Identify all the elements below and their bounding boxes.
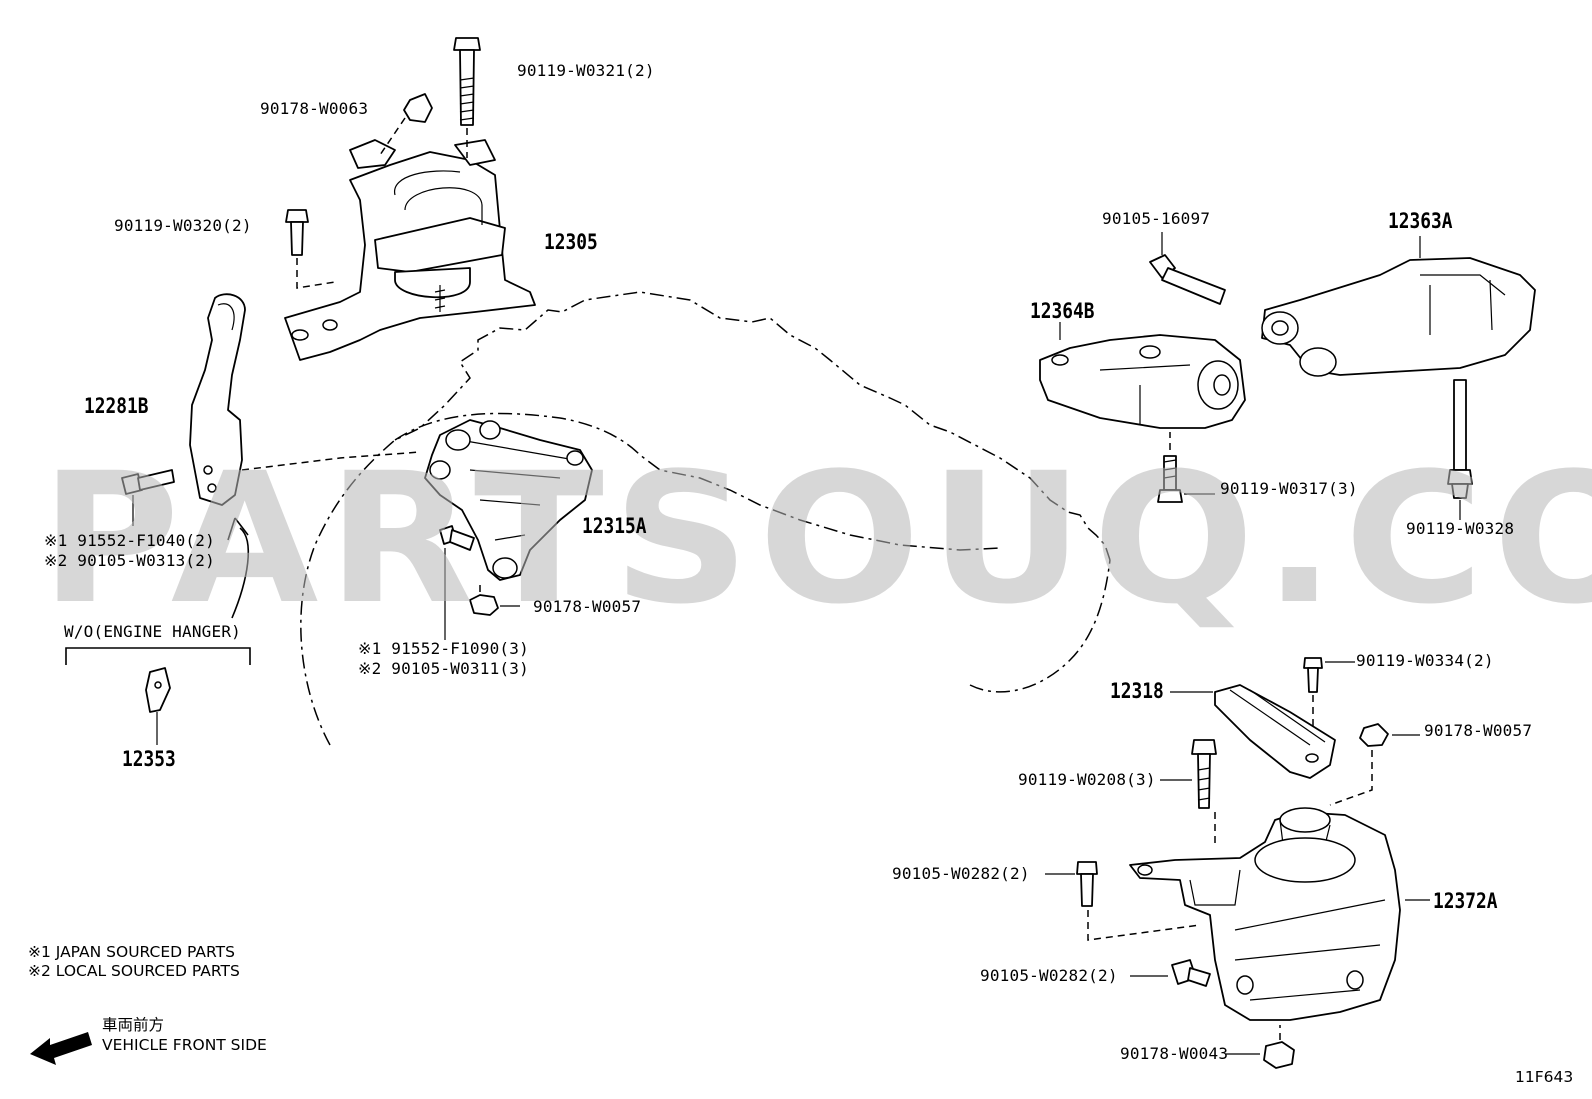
bolt-90119-W0328 — [1447, 379, 1473, 499]
bolt-90105-16097 — [1149, 254, 1226, 305]
bracket-12353 — [145, 667, 171, 713]
part-label-90119-W0328[interactable]: 90119-W0328 — [1406, 519, 1515, 538]
part-label-12281B[interactable]: 12281B — [84, 394, 149, 418]
part-label-90119-W0320[interactable]: 90119-W0320(2) — [114, 216, 252, 235]
legend-front-en: VEHICLE FRONT SIDE — [102, 1036, 267, 1054]
part-label-12318[interactable]: 12318 — [1110, 679, 1164, 703]
transmission-mount-12372A — [1129, 807, 1401, 1021]
part-label-12363A[interactable]: 12363A — [1388, 209, 1453, 233]
legend-front-jp: 車両前方 — [102, 1016, 165, 1034]
engine-hanger-12281B — [189, 293, 246, 506]
legend-japan-sourced: ※1 JAPAN SOURCED PARTS — [28, 943, 235, 961]
bolt-91552-F1040 — [121, 469, 175, 495]
part-label-90105-W0313[interactable]: ※2 90105-W0313(2) — [44, 551, 215, 570]
bolt-90105-W0282-a — [1076, 861, 1098, 907]
mount-bracket-12364B — [1039, 334, 1246, 429]
bolt-90119-W0208 — [1191, 739, 1217, 809]
engine-outline — [300, 291, 1111, 746]
engine-outline-inner — [394, 412, 1001, 551]
legend-local-sourced: ※2 LOCAL SOURCED PARTS — [28, 962, 240, 980]
part-label-90105-W0311[interactable]: ※2 90105-W0311(3) — [358, 659, 529, 678]
vehicle-front-arrow — [30, 1032, 92, 1065]
bolt-90119-W0320 — [285, 209, 309, 256]
part-label-12315A[interactable]: 12315A — [582, 514, 647, 538]
part-label-90178-W0057-b[interactable]: 90178-W0057 — [1424, 721, 1533, 740]
part-label-90119-W0334[interactable]: 90119-W0334(2) — [1356, 651, 1494, 670]
part-label-12305[interactable]: 12305 — [544, 230, 598, 254]
engine-outline-lower — [969, 559, 1111, 693]
nut-90178-W0057-b — [1359, 723, 1389, 747]
engine-mount-12305 — [284, 139, 536, 361]
nut-90178-W0057-a — [469, 594, 499, 616]
bolt-90105-W0282-b — [1171, 959, 1211, 987]
part-label-12372A[interactable]: 12372A — [1433, 889, 1498, 913]
part-label-91552-F1040[interactable]: ※1 91552-F1040(2) — [44, 531, 215, 550]
part-label-90105-W0282-b[interactable]: 90105-W0282(2) — [980, 966, 1118, 985]
bolt-91552-F1090 — [439, 525, 475, 551]
bolt-90119-W0334 — [1303, 657, 1323, 693]
nut-90178-W0043 — [1263, 1041, 1295, 1069]
nut-90178-W0063 — [403, 93, 433, 123]
hanger-note: W/O(ENGINE HANGER) — [64, 622, 241, 641]
torque-rod-12363A — [1261, 257, 1536, 377]
bolt-90119-W0321 — [453, 37, 481, 126]
watermark: PARTSOUQ.COM — [40, 435, 1592, 644]
bolt-90119-W0317 — [1157, 455, 1183, 503]
part-label-90105-W0282-a[interactable]: 90105-W0282(2) — [892, 864, 1030, 883]
engine-bracket-12315A — [424, 419, 593, 581]
part-label-90105-16097[interactable]: 90105-16097 — [1102, 209, 1211, 228]
part-label-90119-W0208[interactable]: 90119-W0208(3) — [1018, 770, 1156, 789]
part-label-12353[interactable]: 12353 — [122, 747, 176, 771]
part-label-90178-W0063[interactable]: 90178-W0063 — [260, 99, 369, 118]
part-label-91552-F1090[interactable]: ※1 91552-F1090(3) — [358, 639, 529, 658]
part-label-90119-W0321[interactable]: 90119-W0321(2) — [517, 61, 655, 80]
plate-12318 — [1214, 684, 1336, 779]
part-label-90119-W0317[interactable]: 90119-W0317(3) — [1220, 479, 1358, 498]
part-label-12364B[interactable]: 12364B — [1030, 299, 1095, 323]
part-label-90178-W0057-a[interactable]: 90178-W0057 — [533, 597, 642, 616]
drawing-code: 11F643 — [1515, 1068, 1574, 1086]
part-label-90178-W0043[interactable]: 90178-W0043 — [1120, 1044, 1229, 1063]
